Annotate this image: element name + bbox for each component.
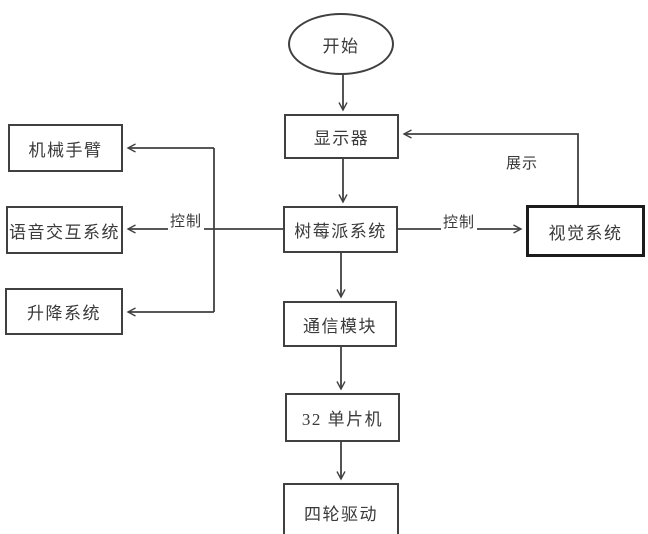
node-communication-module: 通信模块 xyxy=(283,301,397,347)
node-robot-arm: 机械手臂 xyxy=(8,124,123,172)
node-vision-system-label: 视觉系统 xyxy=(548,223,623,243)
node-raspberry-pi-system-label: 树莓派系统 xyxy=(294,222,387,241)
edge-vision-display xyxy=(404,134,579,205)
node-voice-interaction-system: 语音交互系统 xyxy=(6,206,123,254)
node-robot-arm-label: 机械手臂 xyxy=(28,140,103,160)
node-vision-system: 视觉系统 xyxy=(526,205,645,257)
node-start-label: 开始 xyxy=(322,36,360,56)
node-communication-module-label: 通信模块 xyxy=(303,316,377,336)
node-start: 开始 xyxy=(288,13,394,75)
node-lift-system-label: 升降系统 xyxy=(27,304,101,323)
node-lift-system: 升降系统 xyxy=(5,288,123,335)
node-display: 显示器 xyxy=(284,114,399,159)
node-four-wheel-drive-label: 四轮驱动 xyxy=(304,504,378,524)
node-four-wheel-drive: 四轮驱动 xyxy=(283,483,399,534)
node-32-mcu-label: 32 单片机 xyxy=(301,410,384,429)
edge-label-control-left: 控制 xyxy=(168,210,205,231)
node-32-mcu: 32 单片机 xyxy=(285,393,400,442)
node-display-label: 显示器 xyxy=(313,129,370,148)
edge-label-show: 展示 xyxy=(504,152,541,173)
node-raspberry-pi-system: 树莓派系统 xyxy=(283,206,398,253)
node-voice-interaction-system-label: 语音交互系统 xyxy=(9,222,120,242)
edge-label-control-right: 控制 xyxy=(441,211,478,232)
